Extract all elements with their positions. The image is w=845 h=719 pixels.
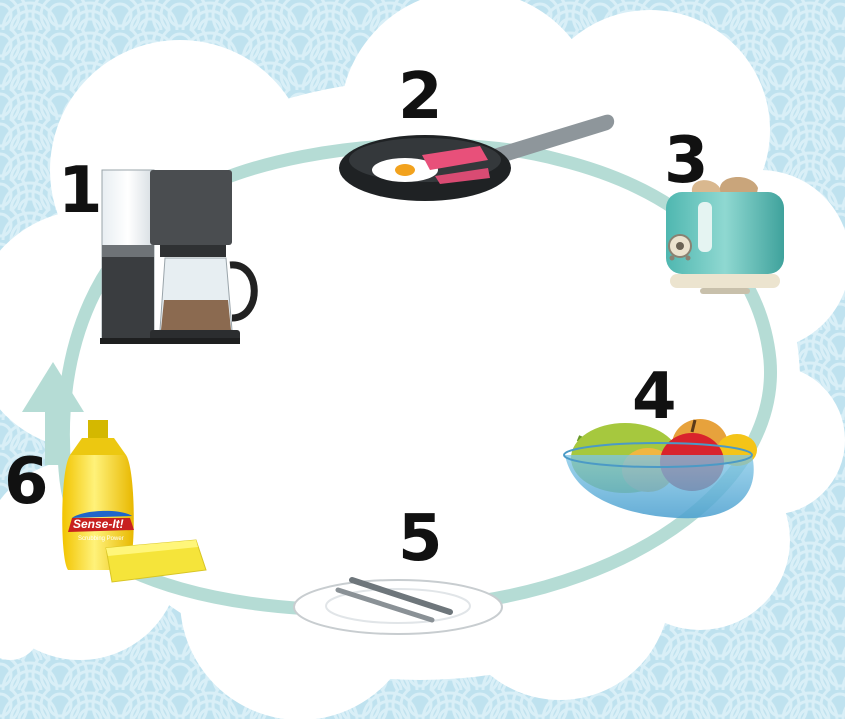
step-number-1: 1 xyxy=(58,154,103,228)
step-number-2: 2 xyxy=(398,60,443,134)
soap-tagline-label: Scrubbing Power xyxy=(78,536,124,542)
soap-brand-label: Sense-It! xyxy=(73,517,124,531)
plate-with-cutlery-icon xyxy=(294,580,502,634)
step-number-3: 3 xyxy=(664,124,709,198)
step-number-5: 5 xyxy=(398,502,443,576)
step-number-6: 6 xyxy=(4,445,49,519)
step-number-4: 4 xyxy=(632,360,677,434)
